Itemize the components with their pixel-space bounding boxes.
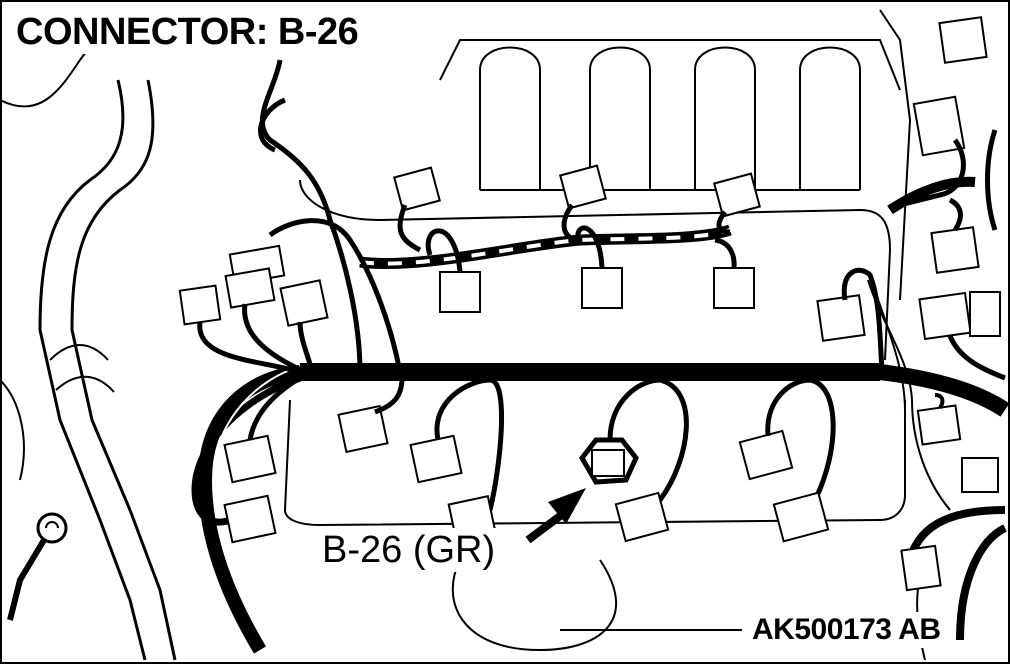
connector-left-lower-1 xyxy=(223,434,277,484)
engine-cover-top xyxy=(299,179,892,361)
connector-left-c xyxy=(178,284,222,326)
figure-reference-code: AK500173 AB xyxy=(748,612,945,648)
connector-left-lower-2 xyxy=(223,494,277,544)
connector-callout-label: B-26 (GR) xyxy=(318,528,500,572)
connector-low-5 xyxy=(738,429,794,481)
right-body-edge xyxy=(879,9,912,301)
callout-arrow-head xyxy=(548,488,586,524)
left-body-line xyxy=(0,19,111,108)
page-title: CONNECTOR: B-26 xyxy=(16,10,365,54)
left-hose-inner xyxy=(70,79,177,661)
connector-mid-2 xyxy=(581,267,623,309)
connector-right-3 xyxy=(918,291,972,341)
left-hose-outer xyxy=(38,79,147,661)
main-harness-right xyxy=(879,364,1010,417)
target-connector-b26 xyxy=(578,437,639,485)
ground-terminal-icon xyxy=(36,512,68,544)
connector-low-6 xyxy=(772,491,830,543)
manifold-top-edge xyxy=(439,39,901,91)
connector-right-4 xyxy=(969,291,1001,337)
connector-mid-1 xyxy=(439,271,481,313)
connector-right-1 xyxy=(816,294,866,342)
engine-cover-bottom xyxy=(283,399,906,527)
hose-clamp-2 xyxy=(55,375,115,393)
connector-top-2 xyxy=(559,164,607,210)
hose-clamp-1 xyxy=(49,344,109,361)
connector-low-1 xyxy=(337,404,389,454)
connector-right-top-2 xyxy=(912,95,966,157)
injector-harness-inner xyxy=(359,228,731,266)
manifold-runner-4 xyxy=(799,46,861,190)
connector-left-d xyxy=(279,279,329,327)
connector-low-4 xyxy=(614,491,670,543)
left-body-line-2 xyxy=(0,379,25,481)
manifold-runner-1 xyxy=(479,46,541,190)
connector-right-6 xyxy=(961,457,999,493)
connector-top-3 xyxy=(713,172,761,218)
right-harness-branch xyxy=(887,176,976,215)
main-harness-left xyxy=(197,365,302,654)
connector-top-1 xyxy=(393,166,441,212)
connector-low-2 xyxy=(409,434,463,484)
lower-pulley xyxy=(451,559,618,652)
ground-terminal-hole xyxy=(45,521,59,529)
ground-wire xyxy=(7,538,47,621)
connector-right-top-1 xyxy=(938,16,988,64)
connector-right-2 xyxy=(930,226,980,274)
manifold-runner-3 xyxy=(694,46,756,190)
connector-left-b xyxy=(224,267,276,309)
connector-right-5 xyxy=(916,404,962,446)
manifold-runner-2 xyxy=(589,46,651,190)
connector-right-7 xyxy=(900,544,942,592)
connector-mid-3 xyxy=(713,267,755,309)
